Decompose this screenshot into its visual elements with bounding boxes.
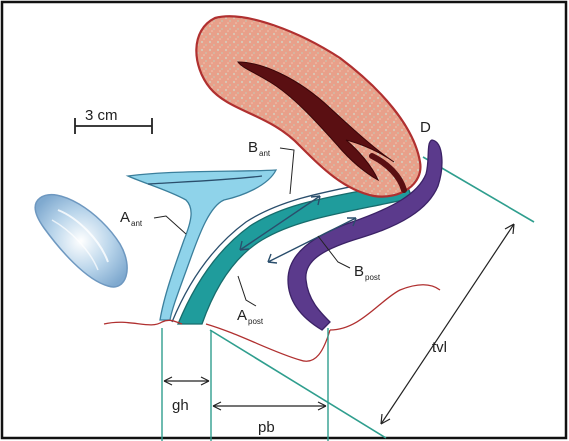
label-pb: pb xyxy=(258,419,275,436)
skin-outline-left xyxy=(104,320,182,325)
pubic-bone xyxy=(35,195,127,287)
gh-dimension: gh xyxy=(162,328,211,441)
tvl-dimension: tvl xyxy=(381,224,514,424)
label-a-post-sub: post xyxy=(248,317,264,326)
label-a-ant: A xyxy=(120,209,130,226)
label-b-post-sub: post xyxy=(365,273,381,282)
label-b-post: B xyxy=(354,263,364,280)
perineal-plane-line xyxy=(210,330,386,438)
scale-bar: 3 cm xyxy=(75,107,152,134)
a-post-leader xyxy=(238,276,256,306)
label-b-ant: B xyxy=(248,139,258,156)
pb-dimension: pb xyxy=(213,328,328,441)
label-b-ant-sub: ant xyxy=(259,149,271,158)
label-gh: gh xyxy=(172,397,189,414)
uterus xyxy=(196,16,420,196)
label-tvl: tvl xyxy=(432,339,447,356)
scale-bar-label: 3 cm xyxy=(85,107,118,124)
a-ant-leader xyxy=(154,216,186,234)
perineal-body-outline xyxy=(206,324,330,361)
label-a-ant-sub: ant xyxy=(131,219,143,228)
label-d: D xyxy=(420,119,431,136)
b-ant-leader xyxy=(280,148,294,194)
label-a-post: A xyxy=(237,307,247,324)
posterior-skin-outline xyxy=(330,285,440,330)
